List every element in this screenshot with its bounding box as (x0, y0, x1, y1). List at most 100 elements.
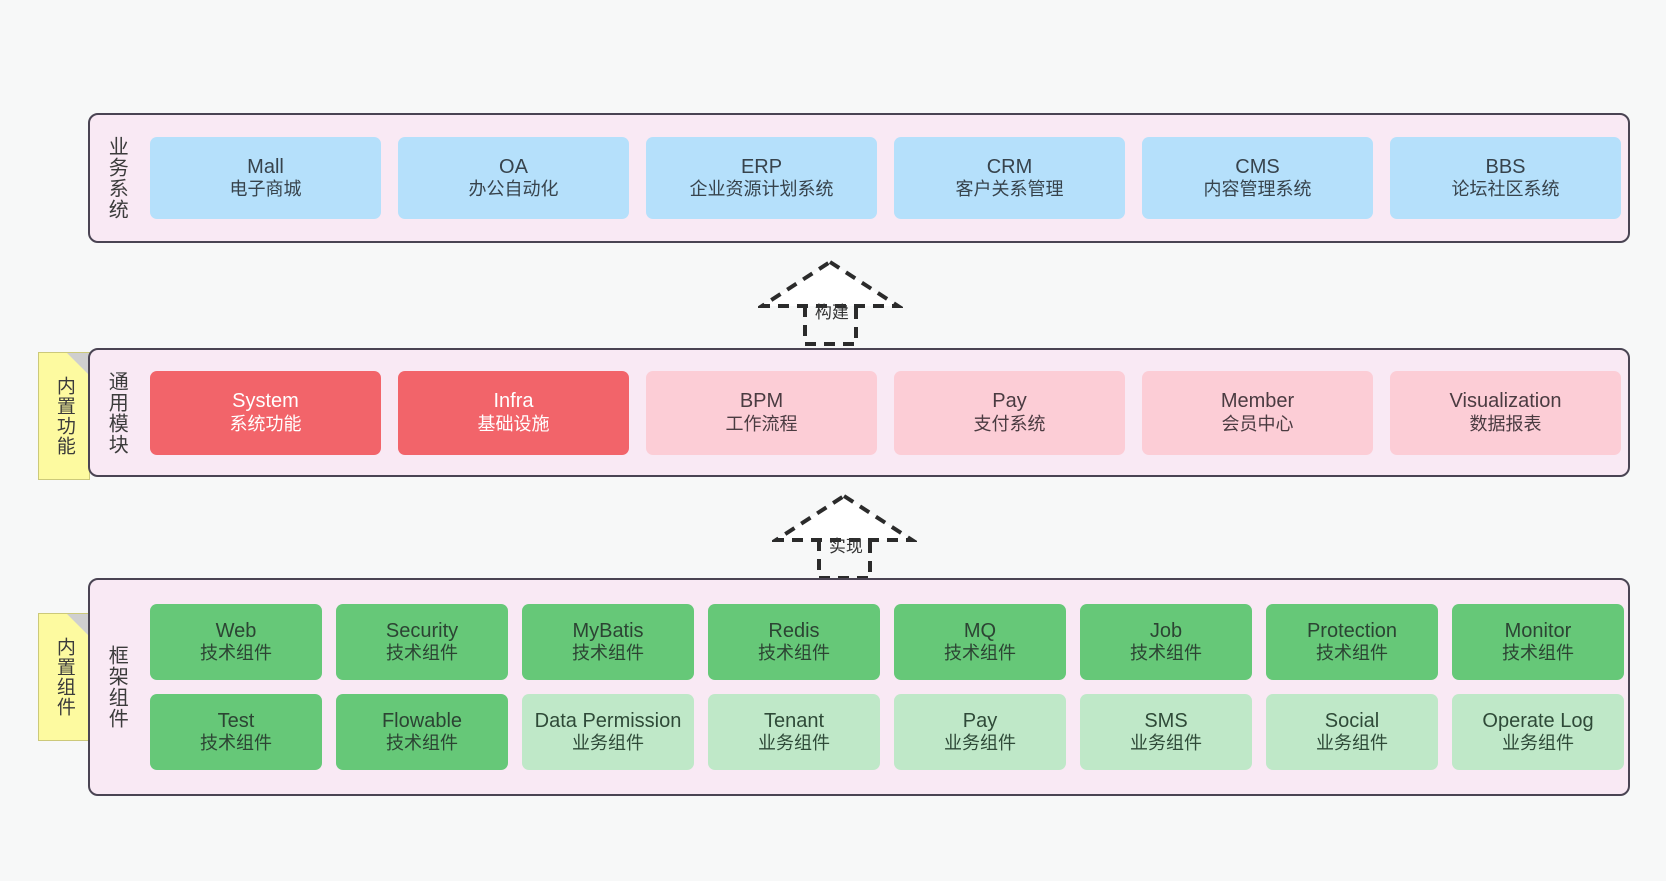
card-title-cn: 办公自动化 (468, 179, 559, 200)
note-fold-corner-icon (67, 353, 89, 375)
note-builtin-feature-label: 内置功能 (53, 376, 75, 456)
card-title-en: Visualization (1449, 390, 1562, 413)
card-title-cn: 技术组件 (758, 643, 830, 664)
card-title-en: Test (217, 709, 255, 732)
card-title-cn: 会员中心 (1221, 413, 1294, 434)
card-title-cn: 技术组件 (944, 643, 1016, 664)
card-title-cn: 电子商城 (229, 179, 302, 200)
note-fold-corner-icon (67, 614, 89, 636)
card-title-en: CMS (1235, 155, 1280, 178)
card-title-cn: 业务组件 (572, 733, 644, 754)
card-title-cn: 基础设施 (477, 413, 550, 434)
card-title-cn: 技术组件 (1130, 643, 1202, 664)
card-title-en: Redis (768, 619, 820, 642)
card-title-cn: 技术组件 (200, 643, 272, 664)
card-title-en: Flowable (381, 709, 463, 732)
card-title-en: SMS (1144, 709, 1188, 732)
card-title-en: MQ (963, 619, 997, 642)
card-title-en: Social (1324, 709, 1380, 732)
connector-implement: 实现 (769, 492, 919, 580)
card-title-en: Pay (962, 709, 998, 732)
card-title-en: Infra (493, 390, 534, 413)
note-builtin-component-label: 内置组件 (53, 637, 75, 717)
card-title-cn: 技术组件 (1316, 643, 1388, 664)
card-title-en: Pay (992, 390, 1027, 413)
layer-title-business-system: 业务系统 (105, 136, 128, 220)
card-title-cn: 业务组件 (758, 733, 830, 754)
card-title-en: Operate Log (1482, 709, 1594, 732)
card-title-cn: 工作流程 (725, 413, 798, 434)
card-title-cn: 业务组件 (1502, 733, 1574, 754)
card-title-en: OA (499, 155, 528, 178)
connector-build: 构建 (755, 258, 905, 346)
card-title-en: Tenant (763, 709, 825, 732)
connector-build-arrow (755, 259, 905, 346)
card-title-cn: 业务组件 (944, 733, 1016, 754)
card-title-cn: 客户关系管理 (955, 179, 1064, 200)
card-title-en: Data Permission (534, 709, 682, 732)
card-title-en: BPM (739, 390, 784, 413)
connector-implement-label: 实现 (828, 537, 863, 556)
card-title-cn: 技术组件 (1502, 643, 1574, 664)
card-title-cn: 支付系统 (973, 413, 1046, 434)
card-title-en: Security (385, 619, 459, 642)
card-title-en: CRM (986, 155, 1033, 178)
card-title-cn: 内容管理系统 (1203, 179, 1312, 200)
card-title-cn: 论坛社区系统 (1451, 179, 1560, 200)
card-title-en: Monitor (1504, 619, 1572, 642)
note-builtin-component: 内置组件 (38, 613, 90, 741)
note-builtin-feature: 内置功能 (38, 352, 90, 480)
card-title-en: Member (1220, 390, 1295, 413)
card-title-en: System (232, 390, 299, 413)
card-title-en: Protection (1306, 619, 1398, 642)
card-title-cn: 技术组件 (572, 643, 644, 664)
layer-title-common-module: 通用模块 (105, 370, 128, 455)
card-title-en: Mall (247, 155, 284, 178)
card-title-cn: 技术组件 (200, 733, 272, 754)
card-title-cn: 业务组件 (1316, 733, 1388, 754)
card-title-cn: 系统功能 (229, 413, 302, 434)
card-title-en: Web (215, 619, 257, 642)
connector-build-label: 构建 (814, 303, 849, 322)
card-title-cn: 数据报表 (1469, 413, 1542, 434)
card-title-en: BBS (1485, 155, 1526, 178)
card-title-cn: 企业资源计划系统 (689, 179, 834, 200)
card-title-cn: 技术组件 (386, 643, 458, 664)
